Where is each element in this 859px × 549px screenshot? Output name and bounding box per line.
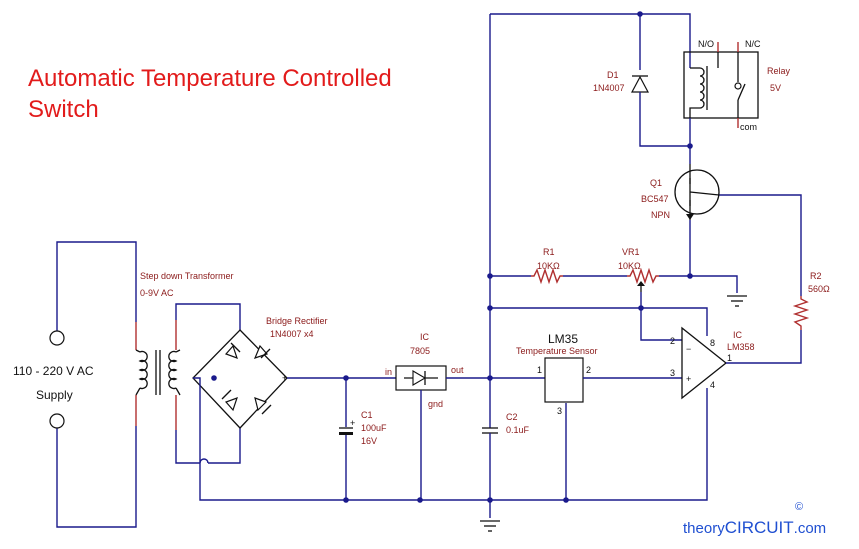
bridge-rectifier: + Bridge Rectifier 1N4007 x4 <box>192 316 328 429</box>
supply-terminal-top <box>49 330 65 346</box>
regulator-7805: IC 7805 in out gnd <box>385 332 464 409</box>
rectifier-name: Bridge Rectifier <box>266 316 328 326</box>
brand-prefix: theory <box>683 520 725 537</box>
r1-value: 10KΩ <box>537 261 560 271</box>
relay: N/O N/C com Relay 5V <box>683 39 791 146</box>
title-line1: Automatic Temperature Controlled <box>28 65 392 92</box>
c2-ref: C2 <box>506 412 518 422</box>
opamp-minus: − <box>686 344 691 354</box>
r1-ref: R1 <box>543 247 555 257</box>
relay-com: com <box>740 122 757 132</box>
supply-voltage: 110 - 220 V AC <box>13 364 94 378</box>
opamp-part: LM358 <box>727 342 755 352</box>
lm35-part: LM35 <box>548 332 578 346</box>
lm35-pin1: 1 <box>537 365 542 375</box>
opamp-pin3: 3 <box>670 368 675 378</box>
c2-value: 0.1uF <box>506 425 530 435</box>
transformer: Step down Transformer 0-9V AC <box>135 271 234 430</box>
opamp-pin4: 4 <box>710 380 715 390</box>
q1-part: BC547 <box>641 194 669 204</box>
transformer-name: Step down Transformer <box>140 271 234 281</box>
opamp-pin8: 8 <box>710 338 715 348</box>
regulator-pin-out: out <box>451 365 464 375</box>
relay-no: N/O <box>698 39 714 49</box>
c1-ref: C1 <box>361 410 373 420</box>
diode-bridge-2 <box>253 344 271 359</box>
lm35-pin2: 2 <box>586 365 591 375</box>
c1-voltage: 16V <box>361 436 377 446</box>
transistor-q1: Q1 BC547 NPN <box>641 164 720 220</box>
diode-bridge-4 <box>254 397 272 415</box>
resistor-r1: R1 10KΩ <box>531 247 563 285</box>
lm35-name: Temperature Sensor <box>516 346 598 356</box>
supply-label: Supply <box>36 388 73 402</box>
d1-part: 1N4007 <box>593 83 625 93</box>
opamp-pin2: 2 <box>670 336 675 346</box>
opamp-plus: + <box>686 374 691 384</box>
regulator-pin-gnd: gnd <box>428 399 443 409</box>
brand-highlight: CIRCUIT <box>725 518 794 537</box>
diode-bridge-3 <box>221 389 238 412</box>
diode-bridge-1 <box>224 342 241 359</box>
relay-name: Relay <box>767 66 791 76</box>
rectifier-rating: 1N4007 x4 <box>270 329 314 339</box>
regulator-pin-in: in <box>385 367 392 377</box>
d1-ref: D1 <box>607 70 619 80</box>
rectifier-plus: + <box>282 373 287 383</box>
ground-right <box>727 295 747 307</box>
capacitor-c2: C2 0.1uF <box>482 378 530 518</box>
brand-suffix: .com <box>794 520 827 537</box>
opamp-ref: IC <box>733 330 743 340</box>
regulator-part: 7805 <box>410 346 430 356</box>
transformer-rating: 0-9V AC <box>140 288 174 298</box>
vr1-value: 10KΩ <box>618 261 641 271</box>
capacitor-c1: + C1 100uF 16V <box>339 378 387 500</box>
lm35-pin3: 3 <box>557 406 562 416</box>
resistor-r2: R2 560Ω <box>792 271 830 330</box>
regulator-ref: IC <box>420 332 430 342</box>
lm35-sensor: LM35 Temperature Sensor 1 2 3 <box>516 332 598 416</box>
relay-voltage: 5V <box>770 83 781 93</box>
diode-d1: D1 1N4007 <box>593 14 690 147</box>
q1-type: NPN <box>651 210 670 220</box>
r2-ref: R2 <box>810 271 822 281</box>
relay-nc: N/C <box>745 39 761 49</box>
brand-text: theoryCIRCUIT.com <box>683 518 826 537</box>
supply-terminal-bottom <box>49 413 65 429</box>
potentiometer-vr1: VR1 10KΩ <box>618 247 659 292</box>
ground-bottom <box>480 520 500 532</box>
r2-value: 560Ω <box>808 284 830 294</box>
q1-ref: Q1 <box>650 178 662 188</box>
title-line2: Switch <box>28 96 99 123</box>
c1-polarity: + <box>350 418 355 428</box>
copyright-mark: © <box>795 501 803 513</box>
vr1-ref: VR1 <box>622 247 640 257</box>
opamp-pin1: 1 <box>727 353 732 363</box>
ac-supply: 110 - 220 V AC Supply <box>13 241 137 528</box>
lm358-opamp: − + 2 3 8 1 4 IC LM358 <box>670 326 755 400</box>
c1-value: 100uF <box>361 423 387 433</box>
